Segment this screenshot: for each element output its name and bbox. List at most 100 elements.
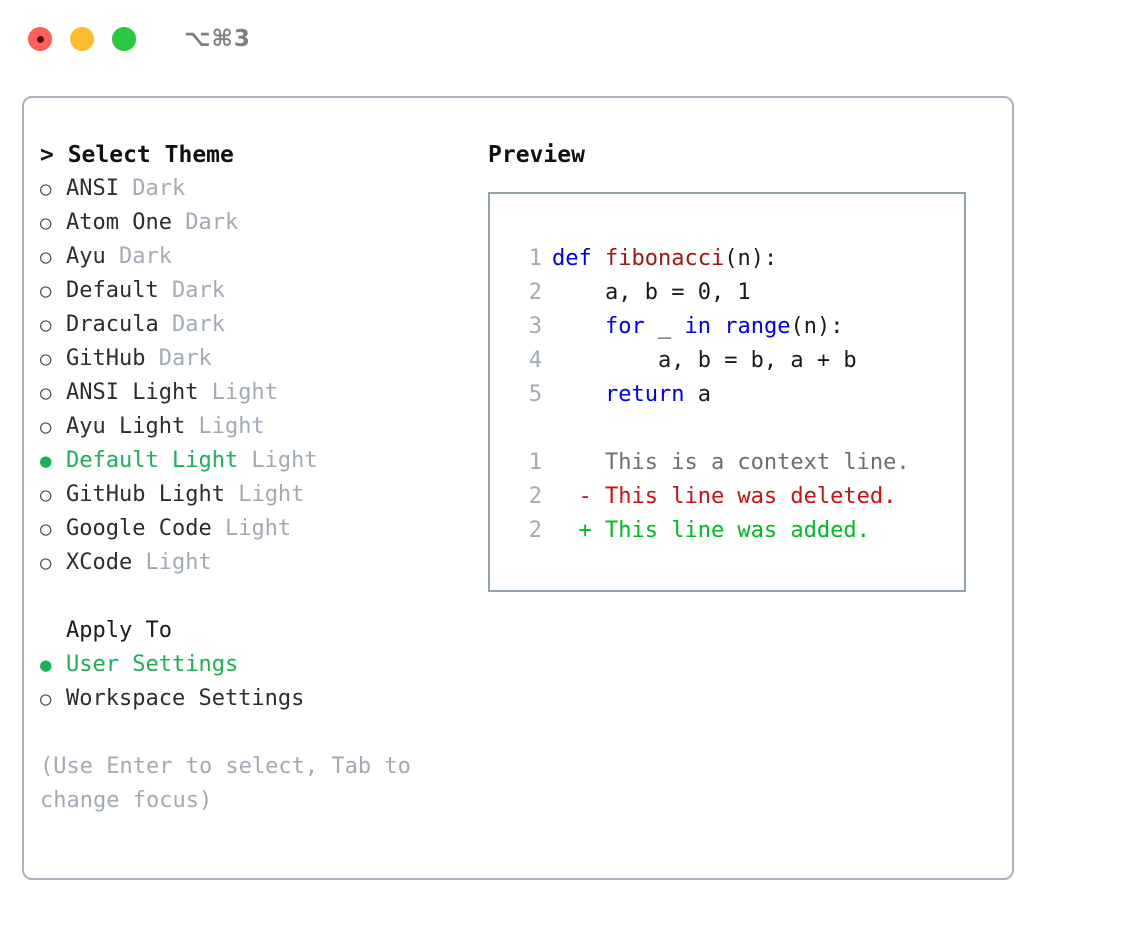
apply-to-item[interactable]: ●User Settings (40, 648, 474, 682)
line-number: 2 (528, 518, 542, 543)
line-number: 3 (528, 314, 542, 339)
main-panel: > Select Theme ○ANSI Dark○Atom One Dark○… (22, 96, 1014, 880)
code-token: def (552, 246, 605, 271)
theme-name-label: Ayu (66, 244, 106, 269)
diff-line: 2 + This line was added. (506, 514, 964, 548)
code-token: range (724, 314, 791, 339)
radio-unselected-icon: ○ (40, 212, 52, 234)
code-text: a, b = 0, 1 (552, 276, 751, 310)
theme-name-label: Atom One (66, 210, 172, 235)
code-text: for _ in range(n): (552, 310, 843, 344)
code-token: (n): (724, 246, 778, 271)
radio-unselected-icon: ○ (40, 348, 52, 370)
diff-marker: - (552, 484, 605, 509)
code-token (711, 314, 724, 339)
line-number: 2 (528, 280, 542, 305)
diff-text: This line was deleted. (604, 484, 897, 509)
code-token: for (604, 314, 645, 339)
diff-text: This line was added. (604, 518, 870, 543)
theme-variant-tag: Dark (171, 210, 239, 235)
code-token: (n): (790, 314, 844, 339)
code-text: def fibonacci(n): (552, 242, 777, 276)
theme-name-label: ANSI (66, 176, 119, 201)
theme-name-label: XCode (66, 550, 133, 575)
line-number: 4 (528, 348, 542, 373)
theme-list-item[interactable]: ○ GitHub Dark (40, 342, 474, 376)
keyboard-hint-text: (Use Enter to select, Tab to change focu… (40, 754, 411, 813)
code-text: return a (552, 378, 711, 412)
theme-variant-tag: Light (132, 550, 212, 575)
theme-variant-tag: Dark (118, 176, 186, 201)
theme-name-label: Dracula (66, 312, 159, 337)
code-line: 1 def fibonacci(n): (506, 242, 964, 276)
code-line: 3 for _ in range(n): (506, 310, 964, 344)
theme-list-item[interactable]: ○ Google Code Light (40, 512, 474, 546)
theme-variant-tag: Dark (158, 312, 225, 337)
keyboard-shortcut-label: ⌥⌘3 (184, 26, 251, 52)
diff-line: 1 This is a context line. (506, 446, 964, 480)
theme-list[interactable]: ○ ANSI Dark ○ Atom One Dark ○ Ayu Dark ○ Defaul… (40, 172, 474, 580)
theme-list-item[interactable]: ○ GitHub Light Light (40, 478, 474, 512)
line-number: 2 (528, 484, 542, 509)
radio-unselected-icon: ○ (40, 314, 52, 336)
theme-list-item[interactable]: ○ Default Dark (40, 274, 474, 308)
theme-variant-tag: Light (238, 448, 318, 473)
theme-variant-tag: Dark (145, 346, 212, 371)
list-spacer (40, 580, 474, 614)
radio-unselected-icon: ○ (40, 178, 52, 200)
theme-name-label: Default (66, 278, 159, 303)
apply-to-header: Apply To (66, 618, 172, 643)
theme-list-item[interactable]: ○ Atom One Dark (40, 206, 474, 240)
code-line: 2 a, b = 0, 1 (506, 276, 964, 310)
theme-name-label: Google Code (66, 516, 212, 541)
theme-list-item[interactable]: ○ANSI Light Light (40, 376, 474, 410)
theme-variant-tag: Light (224, 482, 305, 507)
theme-name-label: Ayu Light (66, 414, 186, 439)
theme-list-item[interactable]: ○Ayu Light Light (40, 410, 474, 444)
apply-to-item[interactable]: ○Workspace Settings (40, 682, 474, 716)
theme-list-item[interactable]: ●Default Light Light (40, 444, 474, 478)
code-token: a, b = 0, 1 (604, 280, 751, 305)
theme-name-label: GitHub (66, 346, 146, 371)
theme-selection-column: > Select Theme ○ANSI Dark○Atom One Dark○… (24, 138, 474, 878)
code-token: a (684, 382, 711, 407)
window-titlebar: ⌥⌘3 (0, 0, 1140, 78)
theme-name-label: Default Light (66, 448, 239, 473)
line-number: 1 (528, 246, 542, 271)
theme-list-item[interactable]: ○ Ayu Dark (40, 240, 474, 274)
code-token: fibonacci (604, 246, 725, 271)
code-line: 5 return a (506, 378, 964, 412)
radio-unselected-icon: ○ (40, 246, 52, 268)
code-text: a, b = b, a + b (552, 344, 857, 378)
maximize-window-icon[interactable] (112, 27, 136, 51)
radio-selected-icon: ● (40, 654, 52, 676)
apply-to-list[interactable]: ●User Settings○Workspace Settings (40, 648, 474, 716)
radio-unselected-icon: ○ (40, 280, 52, 302)
code-token: in (684, 314, 711, 339)
code-token: _ (644, 314, 685, 339)
theme-name-label: GitHub Light (66, 482, 225, 507)
radio-unselected-icon: ○ (40, 416, 52, 438)
minimize-window-icon[interactable] (70, 27, 94, 51)
code-diff-separator (506, 412, 964, 446)
code-token: a, b = b, a + b (657, 348, 857, 373)
preview-title: Preview (488, 142, 585, 168)
radio-unselected-icon: ○ (40, 518, 52, 540)
theme-variant-tag: Light (211, 516, 292, 541)
select-theme-header: > Select Theme (40, 142, 234, 168)
diff-line: 2 - This line was deleted. (506, 480, 964, 514)
theme-list-item[interactable]: ○ Dracula Dark (40, 308, 474, 342)
code-token: return (604, 382, 685, 407)
close-window-icon[interactable] (28, 27, 52, 51)
theme-list-item[interactable]: ○ ANSI Dark (40, 172, 474, 206)
theme-variant-tag: Dark (105, 244, 172, 269)
radio-unselected-icon: ○ (40, 484, 52, 506)
radio-unselected-icon: ○ (40, 552, 52, 574)
theme-list-item[interactable]: ○ XCode Light (40, 546, 474, 580)
theme-variant-tag: Light (198, 380, 278, 405)
theme-name-label: ANSI Light (66, 380, 199, 405)
theme-variant-tag: Dark (158, 278, 225, 303)
